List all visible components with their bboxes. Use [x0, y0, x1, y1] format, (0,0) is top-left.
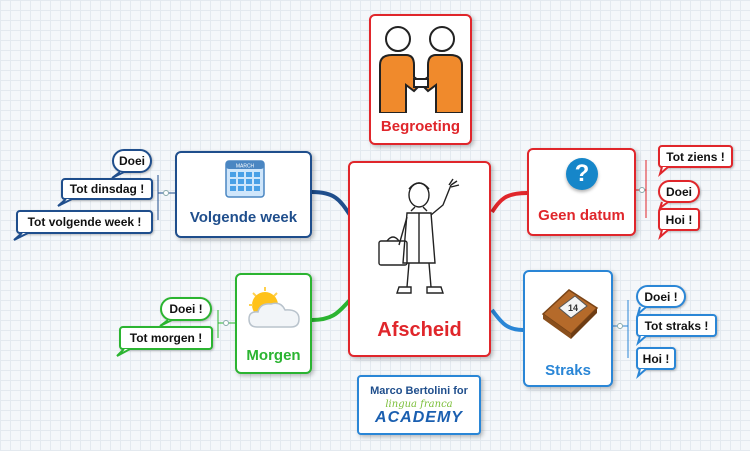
credit-node[interactable]: Marco Bertolini for lingua franca ACADEM… [357, 375, 481, 435]
tomorrow-item-tot-morgen[interactable]: Tot morgen ! [119, 326, 213, 350]
next-week-joint [163, 190, 169, 196]
next-week-item-doei[interactable]: Doei [112, 149, 152, 173]
tomorrow-node[interactable]: Morgen [235, 273, 312, 374]
greeting-node[interactable]: Begroeting [369, 14, 472, 145]
credit-logo-script: lingua franca [385, 399, 453, 410]
no-date-item-doei[interactable]: Doei [658, 180, 700, 203]
later-item-doei[interactable]: Doei ! [636, 285, 686, 308]
desk-calendar-day-text: 14 [568, 303, 578, 313]
next-week-node[interactable]: MARCH Volgende week [175, 151, 312, 238]
tomorrow-label: Morgen [246, 347, 301, 364]
question-mark-icon: ? [566, 158, 598, 190]
handshake-illustration [376, 21, 466, 113]
calendar-month-text: MARCH [236, 164, 255, 170]
next-week-item-tot-dinsdag[interactable]: Tot dinsdag ! [61, 178, 153, 200]
calendar-icon: MARCH [225, 160, 265, 198]
no-date-label: Geen datum [538, 207, 625, 224]
no-date-item-hoi[interactable]: Hoi ! [658, 208, 700, 231]
link-no-date [490, 191, 528, 214]
no-date-item-tot-ziens[interactable]: Tot ziens ! [658, 145, 733, 168]
credit-logo-academy: ACADEMY [375, 409, 463, 426]
tomorrow-joint [223, 320, 229, 326]
link-tomorrow [311, 298, 352, 322]
link-next-week [311, 190, 352, 217]
later-label: Straks [545, 362, 591, 379]
center-node[interactable]: Afscheid [348, 161, 491, 357]
later-node[interactable]: 14 Straks [523, 270, 613, 387]
greeting-label: Begroeting [380, 118, 461, 135]
later-joint [617, 323, 623, 329]
next-week-item-tot-volgende-week[interactable]: Tot volgende week ! [16, 210, 153, 234]
sun-cloud-icon [248, 287, 300, 328]
center-label: Afscheid [377, 319, 462, 341]
tomorrow-item-doei[interactable]: Doei ! [160, 297, 212, 321]
link-later [490, 308, 524, 332]
no-date-node[interactable]: ? Geen datum [527, 148, 636, 236]
waving-person-illustration [378, 178, 460, 294]
later-item-tot-straks[interactable]: Tot straks ! [636, 314, 717, 337]
next-week-label: Volgende week [189, 209, 298, 226]
desk-calendar-icon: 14 [541, 289, 599, 339]
credit-author: Marco Bertolini for [370, 385, 468, 397]
no-date-joint [639, 187, 645, 193]
leaf-link-next-week [157, 175, 175, 220]
later-item-hoi[interactable]: Hoi ! [636, 347, 676, 370]
